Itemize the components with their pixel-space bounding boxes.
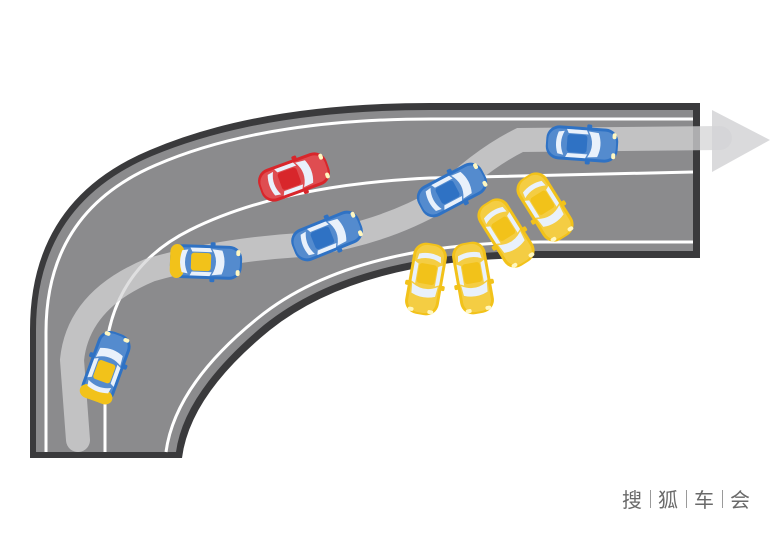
car-yellow-2 (477, 198, 535, 268)
watermark-char: 狐 (658, 488, 679, 512)
watermark: 搜 狐 车 会 (615, 484, 758, 513)
watermark-char: 车 (694, 488, 715, 512)
road (30, 103, 770, 458)
arrow-head (712, 110, 770, 172)
car-yellow-4 (404, 242, 447, 316)
car-yellow-1 (516, 172, 574, 242)
car-blue-yellow-rear (79, 331, 131, 405)
car-stripe (169, 243, 185, 278)
car-blue-merging (416, 162, 488, 218)
watermark-divider (686, 489, 687, 508)
watermark-divider (650, 489, 651, 508)
watermark-char: 会 (730, 488, 751, 512)
car-yellow-3 (452, 241, 495, 315)
car-blue-yellow-center (169, 242, 243, 283)
lane-line-center (103, 170, 694, 452)
lane-line-outer (44, 117, 693, 452)
car-stripe (79, 384, 113, 405)
car-blue-front (545, 124, 619, 165)
car-blue-middle (291, 210, 363, 262)
watermark-divider (722, 489, 723, 508)
cars (79, 124, 619, 405)
watermark-char: 搜 (622, 488, 643, 512)
car-red (258, 152, 330, 202)
